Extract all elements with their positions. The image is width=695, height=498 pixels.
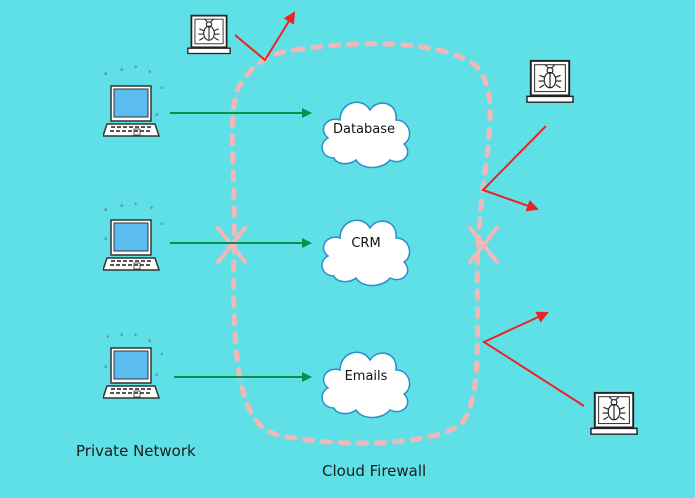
svg-text:*: * [106,334,110,342]
svg-text:*: * [104,207,108,215]
blocked-arrow [481,125,547,212]
svg-text:*: * [148,338,152,346]
svg-text:*: * [120,332,124,340]
blocked-arrow [481,311,585,407]
firewall-boundary [229,41,493,446]
svg-text:*: * [134,332,138,340]
cloud-firewall-label: Cloud Firewall [322,462,426,480]
bug-icon [187,14,231,55]
laptop-icon: * * * * ° * * [103,332,164,399]
laptop-icon: * * ° * ° * [103,65,164,137]
svg-text:*: * [104,71,108,79]
svg-text:*: * [120,203,124,211]
cloud-label: Emails [345,369,388,384]
x-mark-icon [216,226,247,264]
svg-text:*: * [104,236,108,244]
private-network-label: Private Network [76,442,196,460]
cloud-icon: Database [321,101,411,169]
cloud-icon: CRM [321,219,411,287]
bug-icon [526,59,574,104]
cloud-label: CRM [351,236,380,251]
bug-icon [590,391,638,436]
svg-text:°: ° [160,352,164,360]
svg-text:*: * [104,364,108,372]
svg-text:*: * [155,112,159,120]
svg-text:°: ° [160,222,164,230]
svg-text:*: * [155,372,159,380]
cloud-icon: Emails [321,351,411,419]
blocked-arrow [234,11,296,62]
svg-text:°: ° [160,86,164,94]
svg-text:*: * [148,69,152,77]
x-mark-icon [468,226,499,264]
svg-text:*: * [120,67,124,75]
cloud-label: Database [333,122,395,137]
svg-text:°: ° [134,65,138,73]
svg-text:*: * [134,201,138,209]
svg-text:*: * [150,205,154,213]
laptop-icon: * * * * ° * [103,201,164,271]
